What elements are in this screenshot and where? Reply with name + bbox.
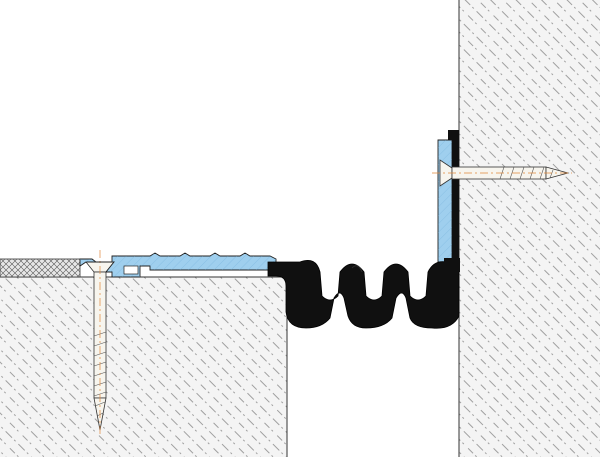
- rubber-insert: [267, 259, 460, 329]
- wall: [458, 0, 600, 457]
- floor-slab: [0, 276, 288, 457]
- rubber-wall-lip: [444, 258, 460, 272]
- wall-profile: [437, 130, 459, 270]
- wall-screw: [432, 159, 572, 187]
- floor-profile: [79, 252, 277, 278]
- floor-covering: [0, 258, 81, 278]
